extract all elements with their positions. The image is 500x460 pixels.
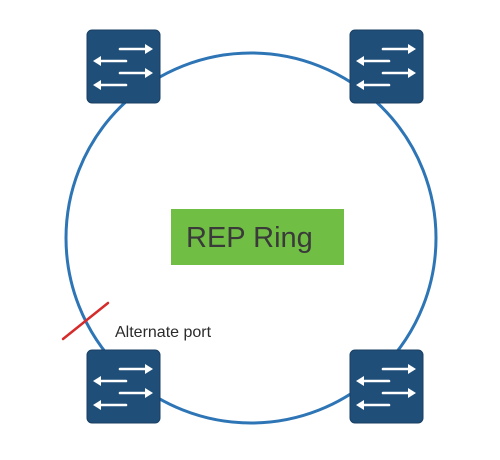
- alternate-port-label: Alternate port: [115, 324, 212, 341]
- switch-icon: [86, 349, 161, 424]
- blocked-port-mark: [61, 301, 110, 341]
- switch-icon: [349, 29, 424, 104]
- switch-arrows: [356, 44, 416, 90]
- ring-label: REP Ring: [186, 222, 313, 254]
- switch-icon: [86, 29, 161, 104]
- rep-ring-circle: [64, 51, 438, 425]
- switch-icon: [349, 349, 424, 424]
- ring-label-box: [171, 209, 344, 265]
- switch-arrows: [93, 364, 153, 410]
- switch-arrows: [93, 44, 153, 90]
- switch-arrows: [356, 364, 416, 410]
